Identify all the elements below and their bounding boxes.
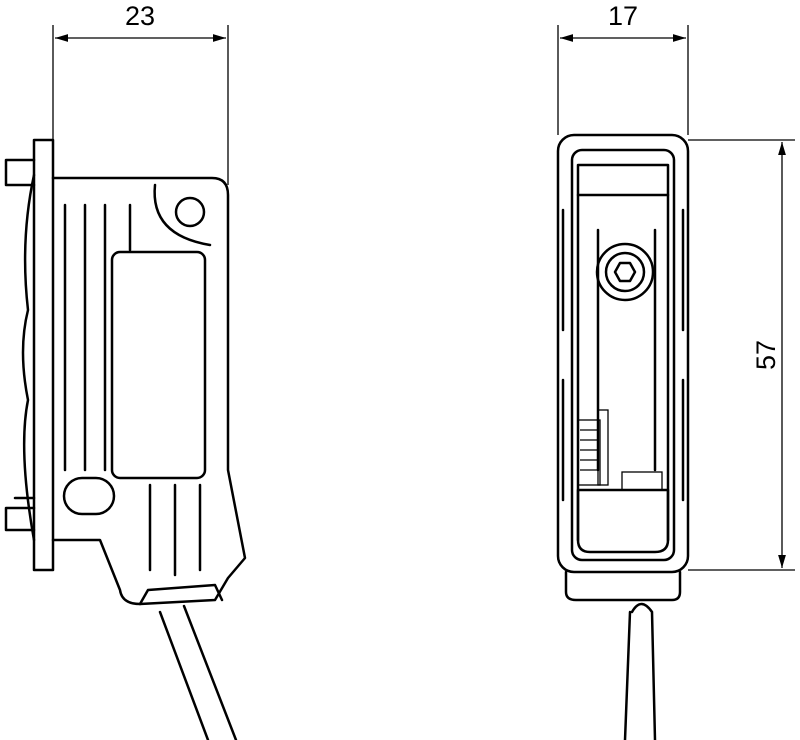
dimension-label-57: 57 xyxy=(751,340,781,370)
front-view: 17 57 xyxy=(556,1,795,740)
width-dimension-23: 23 xyxy=(52,1,229,185)
mounting-flange xyxy=(32,138,55,572)
cable xyxy=(623,602,657,740)
side-guides xyxy=(561,208,685,502)
width-dimension-17: 17 xyxy=(557,1,689,135)
top-cap xyxy=(576,163,670,197)
hex-socket-icon xyxy=(613,261,637,283)
flange-edge xyxy=(21,173,36,542)
mounting-slot-bottom xyxy=(62,476,116,516)
screw-head-outer xyxy=(595,242,655,302)
housing-inner xyxy=(570,148,676,562)
inner-plate xyxy=(576,193,670,542)
cable-gland xyxy=(138,583,224,606)
spring-contact xyxy=(577,409,609,486)
body-outline xyxy=(51,176,247,606)
dimension-label-17: 17 xyxy=(608,1,638,31)
terminal-block xyxy=(621,471,663,491)
cable xyxy=(158,604,238,740)
housing-outline xyxy=(556,133,690,574)
height-dimension-57: 57 xyxy=(688,139,795,571)
bottom-clip xyxy=(4,496,36,532)
label-window xyxy=(110,250,207,480)
body-notch xyxy=(153,183,212,247)
screw-head-inner xyxy=(604,251,646,293)
mounting-hole-top xyxy=(174,196,206,228)
bottom-cap xyxy=(576,488,670,554)
side-view: 23 xyxy=(4,1,247,740)
housing-base xyxy=(564,570,682,602)
cooling-ribs xyxy=(63,203,202,577)
dimension-label-23: 23 xyxy=(125,1,155,31)
top-clip xyxy=(4,158,36,187)
